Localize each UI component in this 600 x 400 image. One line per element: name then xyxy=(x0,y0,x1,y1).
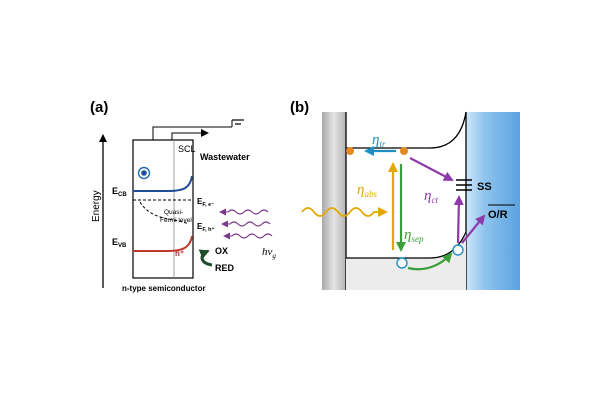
photon-wave-3 xyxy=(223,232,273,240)
evb-label: EVB xyxy=(112,237,127,249)
photon-wave-1 xyxy=(219,208,269,216)
panel-b: (b) SS O/R ηtr ηabs ηsep xyxy=(290,99,520,290)
hole-quasi-fermi-curve xyxy=(139,201,189,225)
ecb-label: ECB xyxy=(112,186,127,198)
eta-tr-label: ηtr xyxy=(372,132,386,149)
quasi-fermi-label-1: Quasi- xyxy=(164,209,183,216)
panel-b-label: (b) xyxy=(290,99,309,116)
hole-to-electrolyte-arrow xyxy=(461,214,486,244)
or-label: O/R xyxy=(488,209,508,221)
hole-label: h⁺ xyxy=(175,249,184,258)
back-contact xyxy=(322,112,346,290)
energy-axis-label: Energy xyxy=(91,190,102,222)
circuit-wire-top xyxy=(152,126,232,140)
hole-to-ss-arrow xyxy=(453,195,464,244)
hole-separation-arrow xyxy=(407,252,453,271)
eta-ct-label: ηct xyxy=(424,188,438,205)
panel-a-caption: n-type semiconductor xyxy=(122,284,206,293)
photon-energy-label: hνg xyxy=(262,246,276,260)
wastewater-label: Wastewater xyxy=(200,152,250,162)
efe-label: EF, e⁻ xyxy=(197,197,214,208)
scl-label: SCL xyxy=(178,144,196,154)
panel-a: (a) Energy SCL Wastewater ECB Quasi- Fer… xyxy=(90,99,276,293)
conduction-band-curve xyxy=(133,175,193,192)
hole-circle-surface xyxy=(452,244,464,256)
electron-core xyxy=(141,170,147,176)
incident-light-wave xyxy=(301,207,388,217)
semiconductor-box xyxy=(132,139,194,279)
electron-to-ss-arrow xyxy=(409,157,454,181)
photon-wave-2 xyxy=(221,220,271,228)
hole-circle-bulk xyxy=(396,257,408,269)
red-label: RED xyxy=(215,263,235,273)
conduction-band-edge xyxy=(346,111,467,149)
electron-dot-right xyxy=(400,147,408,155)
eta-abs-label: ηabs xyxy=(357,182,377,199)
electrolyte-region xyxy=(466,112,520,290)
current-arrow xyxy=(171,129,209,140)
ss-label: SS xyxy=(477,181,492,193)
electron-dot-left xyxy=(346,147,354,155)
ox-label: OX xyxy=(215,246,228,256)
ox-red-arrow xyxy=(198,249,213,267)
quasi-fermi-label-2: Fermi level xyxy=(160,217,192,224)
valence-band-curve xyxy=(133,235,193,252)
eta-sep-label: ηsep xyxy=(404,227,424,244)
panel-a-label: (a) xyxy=(90,99,108,116)
efh-label: EF, h⁺ xyxy=(197,222,215,233)
